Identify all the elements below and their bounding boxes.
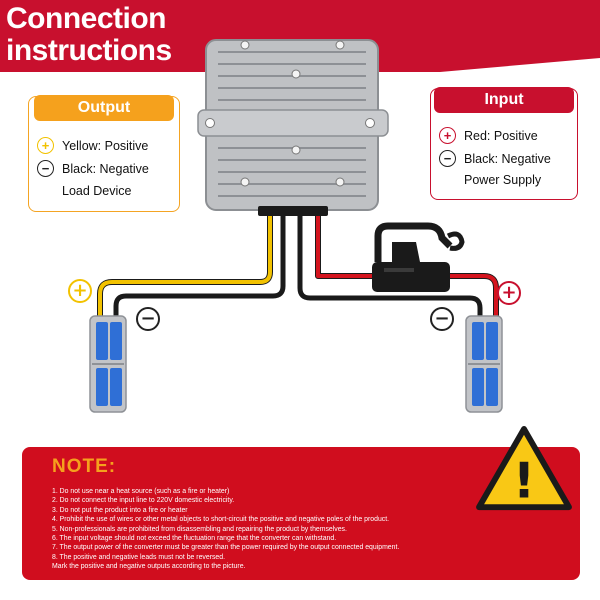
inline-fuse-holder — [372, 222, 465, 292]
note-item: 5. Non-professionals are prohibited from… — [52, 525, 347, 533]
header-band — [0, 0, 600, 72]
red-input-wire — [315, 205, 383, 279]
black-input-wire — [297, 205, 483, 325]
input-negative-label: Black: Negative — [464, 151, 551, 166]
input-negative-row: − Black: Negative — [439, 150, 551, 167]
note-item: 3. Do not put the product into a fire or… — [52, 506, 188, 514]
black-output-wire — [113, 205, 286, 325]
output-box-title: Output — [34, 95, 174, 121]
note-list: 1. Do not use near a heat source (such a… — [52, 487, 492, 572]
page-title-line-1: Connection — [6, 2, 167, 35]
right-lever-connector — [465, 315, 503, 413]
output-device-label: Load Device — [62, 184, 132, 198]
minus-icon: − — [439, 150, 456, 167]
output-info-box: Output + Yellow: Positive − Black: Negat… — [28, 95, 180, 212]
output-negative-marker: − — [136, 307, 160, 331]
input-positive-marker: + — [497, 281, 521, 305]
plus-icon: + — [37, 137, 54, 154]
note-item: 1. Do not use near a heat source (such a… — [52, 488, 230, 495]
input-positive-label: Red: Positive — [464, 128, 538, 143]
output-negative-label: Black: Negative — [62, 161, 149, 176]
note-item: 2. Do not connect the input line to 220V… — [52, 497, 235, 505]
note-item: 8. The positive and negative leads must … — [52, 553, 226, 561]
output-positive-label: Yellow: Positive — [62, 138, 149, 153]
input-positive-row: + Red: Positive — [439, 127, 538, 144]
input-info-box: Input + Red: Positive − Black: Negative … — [430, 87, 578, 200]
output-positive-row: + Yellow: Positive — [37, 137, 148, 154]
input-negative-marker: − — [430, 307, 454, 331]
note-panel: NOTE: 1. Do not use near a heat source (… — [22, 425, 580, 580]
input-box-title: Input — [434, 87, 574, 113]
output-positive-marker: + — [68, 279, 92, 303]
minus-icon: − — [37, 160, 54, 177]
note-title: NOTE: — [52, 456, 117, 477]
note-item: 7. The output power of the converter mus… — [52, 544, 400, 552]
input-device-label: Power Supply — [464, 173, 542, 187]
note-item: 4. Prohibit the use of wires or other me… — [52, 516, 390, 524]
yellow-output-wire — [97, 205, 273, 325]
note-item: 6. The input voltage should not exceed t… — [52, 535, 337, 543]
note-item: Mark the positive and negative outputs a… — [52, 563, 246, 571]
output-negative-row: − Black: Negative — [37, 160, 149, 177]
warning-exclamation: ! — [513, 452, 535, 509]
warning-triangle-icon: ! — [476, 425, 572, 511]
page-title-line-2: instructions — [6, 34, 172, 67]
left-lever-connector — [89, 315, 127, 413]
plus-icon: + — [439, 127, 456, 144]
